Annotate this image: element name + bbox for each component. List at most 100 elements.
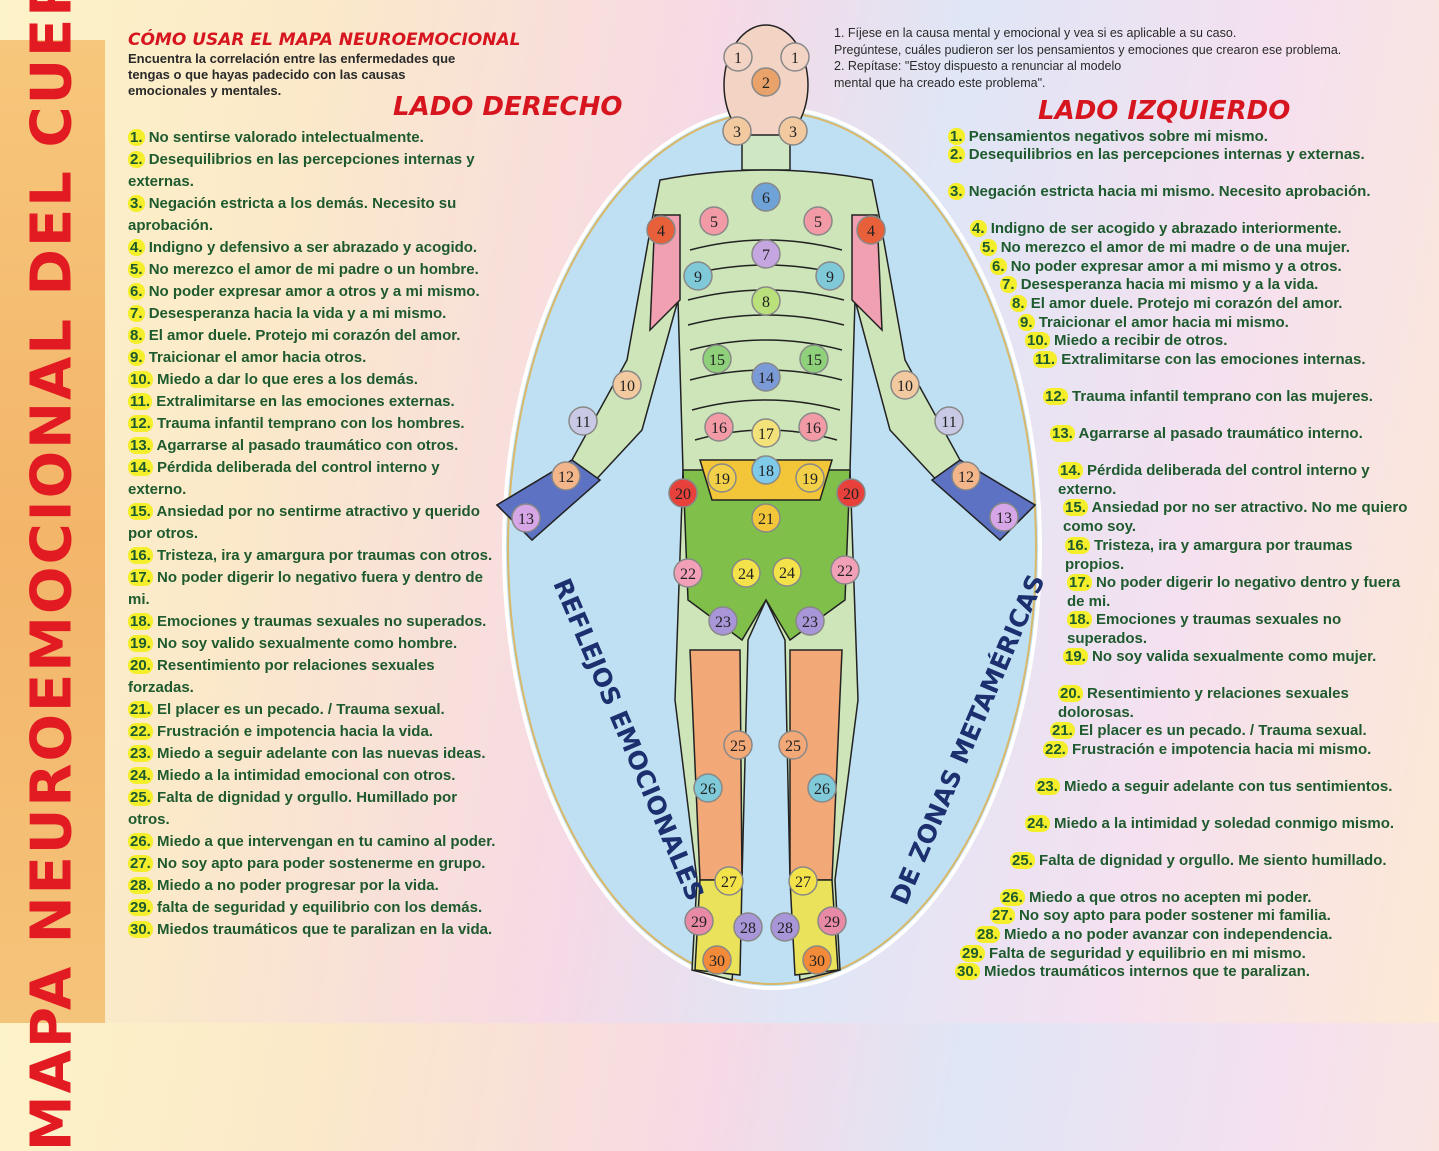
item-text: Miedo a dar lo que eres a los demás. <box>157 371 418 388</box>
item-text: Resentimiento y relaciones sexuales dolo… <box>1058 685 1349 721</box>
zone-marker-label: 16 <box>711 420 727 437</box>
list-item: 10. Miedo a recibir de otros. <box>1025 332 1410 351</box>
item-number: 16. <box>128 547 153 564</box>
list-item: 14. Pérdida deliberada del control inter… <box>128 457 500 501</box>
list-item: 18. Emociones y traumas sexuales no supe… <box>1067 611 1410 648</box>
zone-marker-4: 4 <box>856 215 886 245</box>
zone-marker-label: 9 <box>694 269 702 286</box>
zone-marker-label: 3 <box>789 124 797 141</box>
list-item: 28. Miedo a no poder progresar por la vi… <box>128 875 500 897</box>
zone-marker-label: 19 <box>714 471 730 488</box>
item-number: 24. <box>128 767 153 784</box>
item-text: Falta de seguridad y equilibrio en mi mi… <box>989 945 1306 962</box>
lado-derecho-list: 1. No sentirse valorado intelectualmente… <box>128 127 500 941</box>
list-item: 26. Miedo a que intervengan en tu camino… <box>128 831 500 853</box>
item-text: No soy apto para poder sostenerme en gru… <box>157 855 486 872</box>
list-item: 28. Miedo a no poder avanzar con indepen… <box>975 926 1410 945</box>
item-text: Falta de dignidad y orgullo. Me siento h… <box>1039 852 1387 869</box>
zone-marker-19: 19 <box>707 463 737 493</box>
instruction-line: mental que ha creado este problema". <box>834 75 1046 90</box>
item-text: Ansiedad por no ser atractivo. No me qui… <box>1063 499 1408 535</box>
instruction-line: 2. Repítase: "Estoy dispuesto a renuncia… <box>834 59 1122 73</box>
item-text: Indigno y defensivo a ser abrazado y aco… <box>148 239 478 256</box>
zone-marker-label: 6 <box>762 190 770 207</box>
zone-marker-20: 20 <box>668 478 698 508</box>
zone-marker-label: 5 <box>710 214 718 231</box>
item-text: Frustración e impotencia hacia mi mismo. <box>1072 741 1372 758</box>
zone-marker-26: 26 <box>693 773 723 803</box>
howto-title: CÓMO USAR EL MAPA NEUROEMOCIONAL <box>128 30 521 50</box>
zone-marker-label: 22 <box>680 566 696 583</box>
list-item: 16. Tristeza, ira y amargura por traumas… <box>128 545 500 567</box>
list-item: 6. No poder expresar amor a mi mismo y a… <box>990 258 1410 277</box>
item-text: falta de seguridad y equilibrio con los … <box>157 899 483 916</box>
list-item: 4. Indigno de ser acogido y abrazado int… <box>970 220 1410 239</box>
item-text: Miedo a que otros no acepten mi poder. <box>1029 889 1312 906</box>
item-number: 23. <box>1035 778 1060 795</box>
item-number: 12. <box>128 415 153 432</box>
zone-marker-label: 12 <box>958 469 974 486</box>
item-number: 21. <box>1050 722 1075 739</box>
item-text: No poder digerir lo negativo fuera y den… <box>128 569 483 608</box>
zone-marker-25: 25 <box>723 730 753 760</box>
instructions: 1. Fíjese en la causa mental y emocional… <box>834 25 1404 91</box>
zone-marker-label: 16 <box>805 420 821 437</box>
list-item: 3. Negación estricta hacia mi mismo. Nec… <box>948 183 1410 202</box>
list-item: 23. Miedo a seguir adelante con tus sent… <box>1035 778 1410 797</box>
zone-marker-label: 12 <box>558 469 574 486</box>
zone-marker-1: 1 <box>780 42 810 72</box>
item-text: Agarrarse al pasado traumático con otros… <box>156 437 459 454</box>
item-text: Traicionar el amor hacia mi mismo. <box>1038 314 1289 331</box>
list-item: 20. Resentimiento y relaciones sexuales … <box>1058 685 1410 722</box>
item-number: 16. <box>1065 537 1090 554</box>
item-text: Extralimitarse con las emociones interna… <box>1061 351 1366 368</box>
item-text: Miedo a la intimidad emocional con otros… <box>157 767 456 784</box>
zone-marker-8: 8 <box>751 286 781 316</box>
list-item: 26. Miedo a que otros no acepten mi pode… <box>1000 889 1410 908</box>
zone-marker-6: 6 <box>751 182 781 212</box>
list-item: 9. Traicionar el amor hacia otros. <box>128 347 500 369</box>
item-text: Falta de dignidad y orgullo. Humillado p… <box>128 789 458 828</box>
item-text: Miedo a que intervengan en tu camino al … <box>157 833 496 850</box>
zone-marker-10: 10 <box>890 370 920 400</box>
item-text: No soy valida sexualmente como mujer. <box>1092 648 1377 665</box>
item-text: Miedos traumáticos internos que te paral… <box>984 963 1310 980</box>
zone-marker-9: 9 <box>815 261 845 291</box>
list-item: 5. No merezco el amor de mi madre o de u… <box>980 239 1410 258</box>
zone-marker-label: 3 <box>733 124 741 141</box>
list-item: 3. Negación estricta a los demás. Necesi… <box>128 193 500 237</box>
zone-marker-24: 24 <box>772 557 802 587</box>
item-number: 7. <box>128 305 145 322</box>
item-number: 12. <box>1043 388 1068 405</box>
zone-marker-label: 23 <box>715 614 731 631</box>
item-text: No poder expresar amor a otros y a mi mi… <box>148 283 480 300</box>
zone-marker-label: 28 <box>777 920 793 937</box>
zone-marker-30: 30 <box>802 945 832 975</box>
item-number: 19. <box>1063 648 1088 665</box>
item-number: 10. <box>1025 332 1050 349</box>
item-text: No sentirse valorado intelectualmente. <box>148 129 424 146</box>
list-item: 19. No soy valido sexualmente como hombr… <box>128 633 500 655</box>
item-text: No poder digerir lo negativo dentro y fu… <box>1067 574 1401 610</box>
zone-marker-label: 11 <box>941 414 956 431</box>
zone-marker-label: 27 <box>721 874 737 891</box>
item-number: 26. <box>1000 889 1025 906</box>
item-number: 3. <box>948 183 965 200</box>
zone-marker-12: 12 <box>951 461 981 491</box>
zone-marker-label: 22 <box>837 563 853 580</box>
item-text: Negación estricta a los demás. Necesito … <box>128 195 457 234</box>
item-number: 29. <box>960 945 985 962</box>
list-item: 27. No soy apto para poder sostener mi f… <box>990 907 1410 926</box>
zone-marker-label: 15 <box>709 352 725 369</box>
list-item: 30. Miedos traumáticos que te paralizan … <box>128 919 500 941</box>
item-number: 10. <box>128 371 153 388</box>
list-item: 15. Ansiedad por no sentirme atractivo y… <box>128 501 500 545</box>
item-text: Miedo a seguir adelante con tus sentimie… <box>1064 778 1393 795</box>
item-text: Miedo a seguir adelante con las nuevas i… <box>157 745 486 762</box>
zone-marker-3: 3 <box>722 116 752 146</box>
item-number: 20. <box>1058 685 1083 702</box>
list-item: 17. No poder digerir lo negativo fuera y… <box>128 567 500 611</box>
zone-marker-25: 25 <box>778 730 808 760</box>
zone-marker-label: 26 <box>814 781 830 798</box>
